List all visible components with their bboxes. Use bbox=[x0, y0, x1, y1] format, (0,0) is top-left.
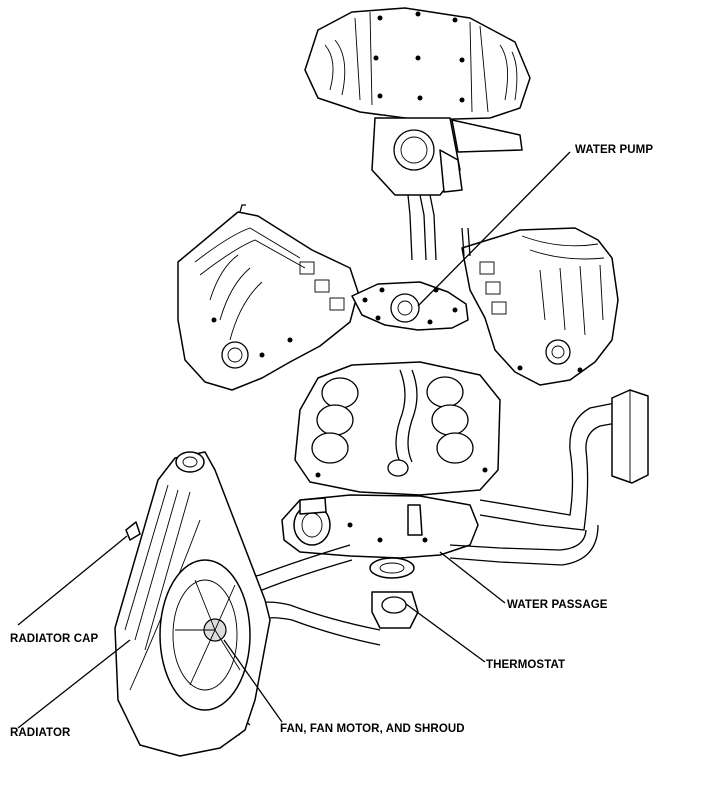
label-radiator: RADIATOR bbox=[10, 727, 71, 739]
label-thermostat: THERMOSTAT bbox=[486, 659, 566, 671]
water-passage-assembly bbox=[281, 494, 479, 559]
intake-manifold bbox=[304, 7, 531, 261]
engine-block bbox=[294, 361, 501, 496]
left-cylinder-head bbox=[177, 204, 359, 391]
label-water-passage: WATER PASSAGE bbox=[507, 599, 608, 611]
label-fan-motor-shroud: FAN, FAN MOTOR, AND SHROUD bbox=[280, 723, 465, 735]
water-pump bbox=[351, 281, 469, 331]
label-water-pump: WATER PUMP bbox=[575, 144, 654, 156]
thermostat-assembly bbox=[369, 557, 419, 629]
label-radiator-cap: RADIATOR CAP bbox=[10, 633, 99, 645]
leader-lines bbox=[17, 151, 571, 729]
radiator-and-fan bbox=[114, 451, 271, 757]
right-cylinder-head bbox=[461, 227, 619, 386]
